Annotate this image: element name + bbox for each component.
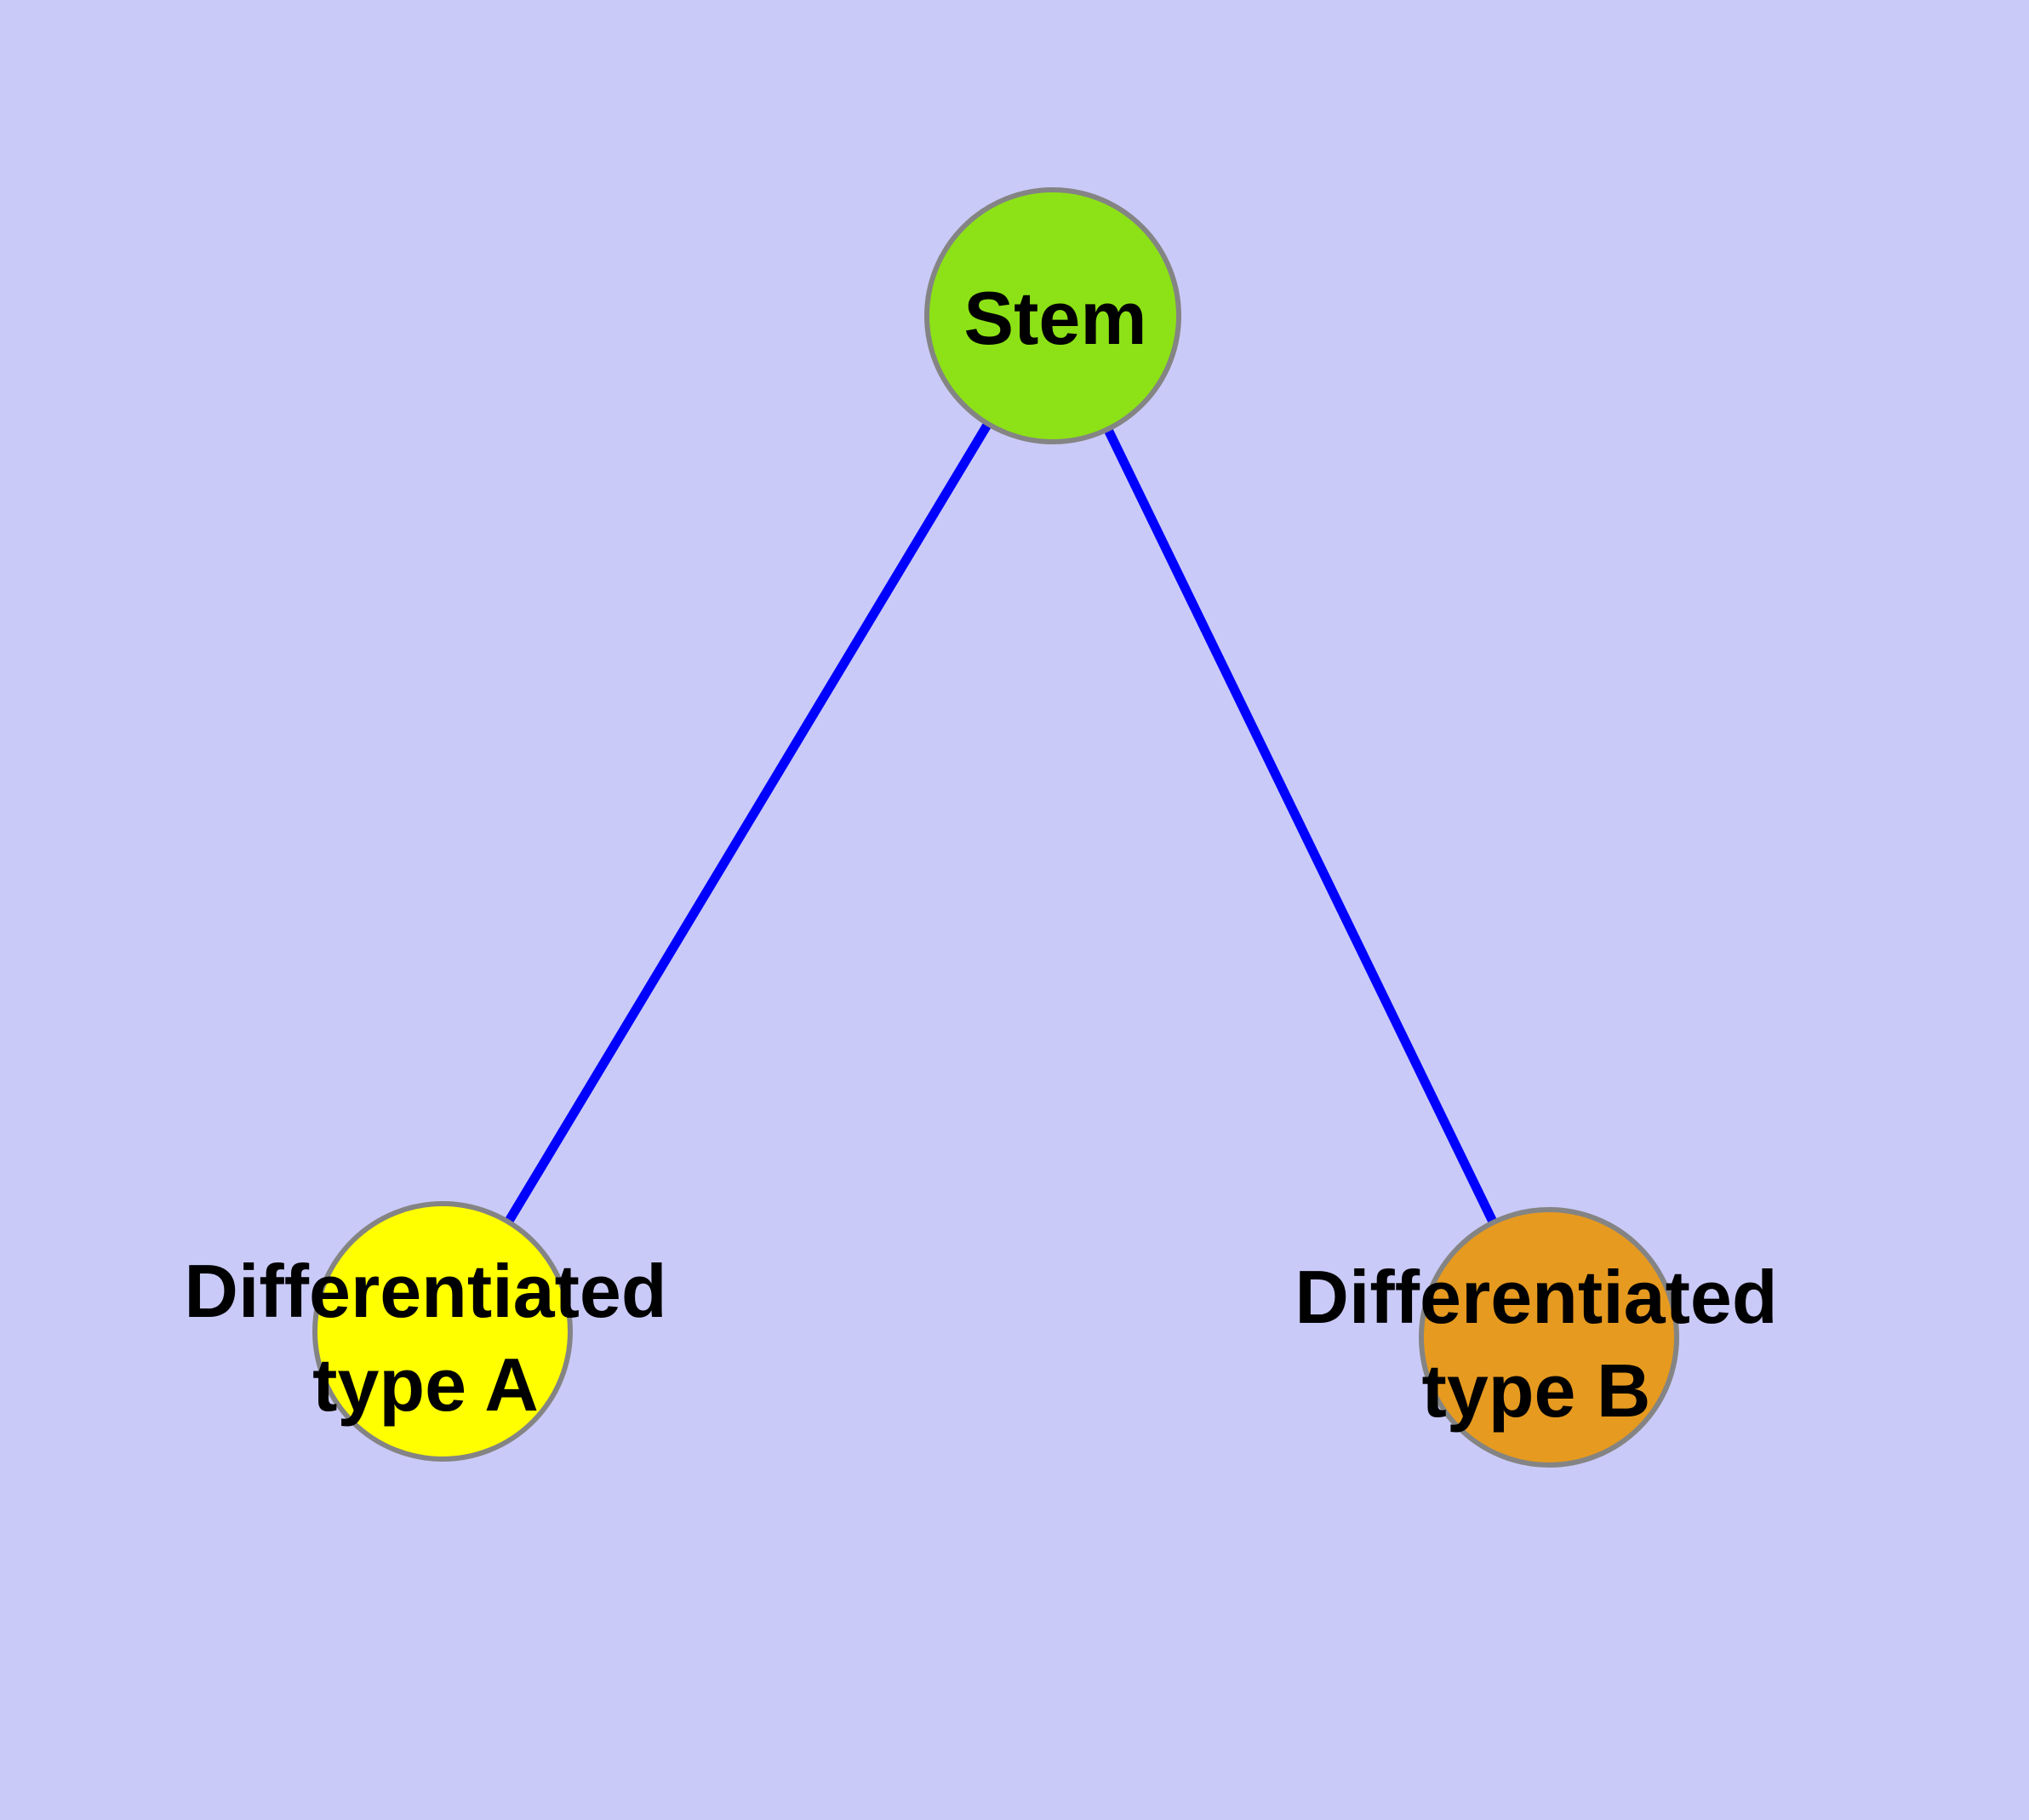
node-stem [924,187,1181,444]
edge-stem-to-type-b [1049,313,1553,1340]
edge-stem-to-type-a [438,313,1057,1334]
node-type-b-label-line1: Differentiated [1295,1255,1777,1339]
node-differentiated-type-b [1419,1207,1679,1468]
node-stem-label: Stem [963,276,1146,360]
node-type-b-label-line2: type B [1422,1348,1651,1433]
node-type-a-label-line1: Differentiated [184,1249,666,1333]
node-differentiated-type-a [312,1201,573,1462]
node-type-a-label-line2: type A [312,1342,539,1427]
